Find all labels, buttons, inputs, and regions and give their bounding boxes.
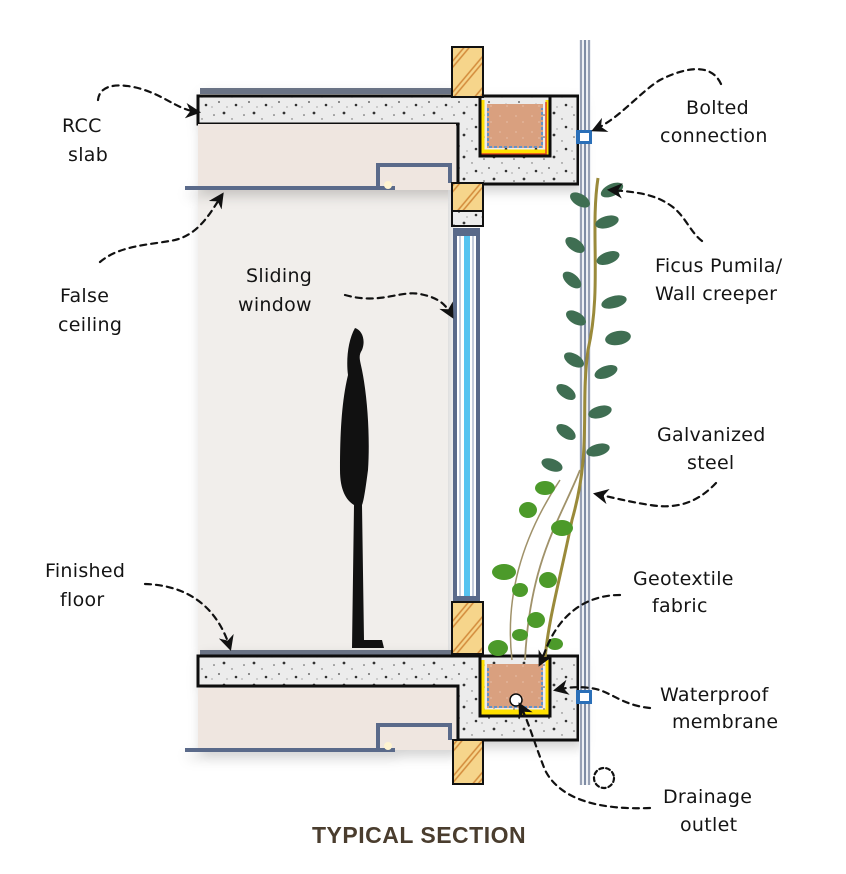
svg-text:connection: connection (660, 125, 768, 147)
svg-text:outlet: outlet (680, 814, 737, 836)
svg-text:Sliding: Sliding (246, 265, 312, 287)
label-geotextile-fabric: Geotextile fabric (633, 568, 734, 617)
finished-floor-finish (200, 650, 455, 655)
brick-parapet-top (451, 46, 484, 98)
svg-text:membrane: membrane (672, 711, 778, 733)
label-false-ceiling: False ceiling (58, 285, 122, 336)
svg-text:Drainage: Drainage (663, 786, 752, 808)
svg-text:floor: floor (60, 589, 105, 611)
top-geotextile (487, 108, 543, 148)
svg-text:ceiling: ceiling (58, 314, 122, 336)
human-silhouette-icon (340, 328, 384, 648)
svg-text:fabric: fabric (652, 595, 708, 617)
svg-text:False: False (60, 285, 109, 307)
svg-text:Wall creeper: Wall creeper (655, 283, 777, 305)
top-beam-drop (198, 124, 456, 190)
dark-leaves (541, 182, 631, 472)
svg-text:Finished: Finished (45, 560, 125, 582)
light-leaves (488, 481, 573, 656)
svg-text:Galvanized: Galvanized (657, 424, 766, 446)
sliding-window (453, 228, 480, 602)
label-ficus-pumila: Ficus Pumila/ Wall creeper (655, 255, 783, 305)
bottom-beam-drop (198, 688, 456, 750)
svg-text:Bolted: Bolted (686, 97, 749, 119)
wall-creeper-plant (488, 177, 631, 661)
top-slab-assembly (185, 88, 580, 190)
brick-parapet-bottom (451, 601, 484, 655)
label-bolted-connection: Bolted connection (660, 97, 768, 147)
top-slab-finish (200, 88, 455, 94)
label-drainage-outlet: Drainage outlet (663, 786, 752, 836)
svg-text:RCC: RCC (62, 115, 102, 137)
ceiling-light (384, 181, 392, 189)
top-planter-membrane (479, 100, 551, 155)
label-rcc-slab: RCC slab (62, 115, 108, 166)
svg-text:Geotextile: Geotextile (633, 568, 734, 590)
svg-text:Waterproof: Waterproof (660, 684, 770, 706)
bottom-false-ceiling (185, 723, 452, 752)
svg-text:window: window (238, 294, 312, 316)
label-galvanized-steel: Galvanized steel (657, 424, 766, 474)
interior-space (198, 190, 448, 654)
bolted-connection-top (576, 130, 592, 144)
top-planter-soil (487, 104, 543, 148)
window-sill-top (451, 210, 484, 227)
brick-lintel (451, 182, 484, 212)
bottom-slab-assembly (185, 650, 580, 752)
label-finished-floor: Finished floor (45, 560, 125, 611)
diagram-title: TYPICAL SECTION (312, 822, 526, 848)
svg-text:steel: steel (687, 452, 735, 474)
brick-below-slab (452, 739, 484, 785)
bolted-connection-bottom (576, 690, 592, 704)
leader-lines (96, 68, 723, 810)
svg-text:slab: slab (68, 144, 108, 166)
bottom-geotextile (487, 668, 543, 708)
svg-text:Ficus Pumila/: Ficus Pumila/ (655, 255, 783, 277)
label-sliding-window: Sliding window (238, 265, 312, 316)
top-false-ceiling (185, 163, 452, 190)
label-waterproof-membrane: Waterproof membrane (660, 684, 778, 733)
